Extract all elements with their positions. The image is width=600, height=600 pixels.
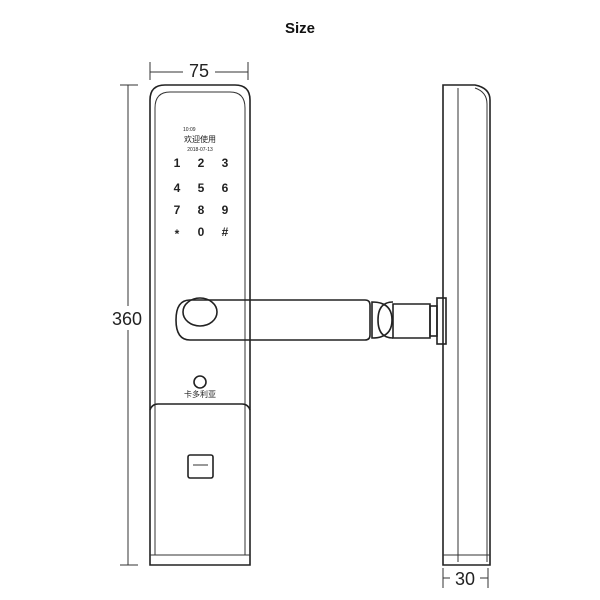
key-6[interactable]: 6 bbox=[222, 181, 229, 195]
height-dimension: 360 bbox=[104, 84, 152, 566]
key-1[interactable]: 1 bbox=[174, 156, 181, 170]
key-3[interactable]: 3 bbox=[222, 156, 229, 170]
logo-text: 卡多利亚 bbox=[184, 389, 216, 399]
screen-date: 2018-07-13 bbox=[187, 147, 213, 153]
depth-label: 30 bbox=[455, 569, 475, 589]
front-view: 10:09 欢迎使用 2018-07-13 1 2 3 4 5 6 7 8 9 … bbox=[149, 84, 393, 566]
key-star[interactable]: * bbox=[175, 227, 180, 241]
width-label: 75 bbox=[189, 61, 209, 81]
screen-welcome: 欢迎使用 bbox=[184, 134, 216, 144]
fingerprint-sensor[interactable] bbox=[187, 454, 214, 479]
side-view bbox=[377, 84, 491, 566]
key-0[interactable]: 0 bbox=[198, 225, 205, 239]
diagram-title: Size bbox=[285, 20, 315, 37]
key-9[interactable]: 9 bbox=[222, 203, 229, 217]
key-5[interactable]: 5 bbox=[198, 181, 205, 195]
key-7[interactable]: 7 bbox=[174, 203, 181, 217]
depth-dimension: 30 bbox=[442, 568, 489, 589]
key-hash[interactable]: # bbox=[222, 225, 229, 239]
key-2[interactable]: 2 bbox=[198, 156, 205, 170]
key-4[interactable]: 4 bbox=[174, 181, 181, 195]
key-8[interactable]: 8 bbox=[198, 203, 205, 217]
handle bbox=[175, 297, 393, 341]
keypad: 1 2 3 4 5 6 7 8 9 * 0 # bbox=[174, 156, 229, 241]
height-label: 360 bbox=[112, 309, 142, 329]
screen-time: 10:09 bbox=[183, 127, 196, 133]
logo-icon bbox=[193, 375, 207, 389]
width-dimension: 75 bbox=[149, 60, 249, 81]
